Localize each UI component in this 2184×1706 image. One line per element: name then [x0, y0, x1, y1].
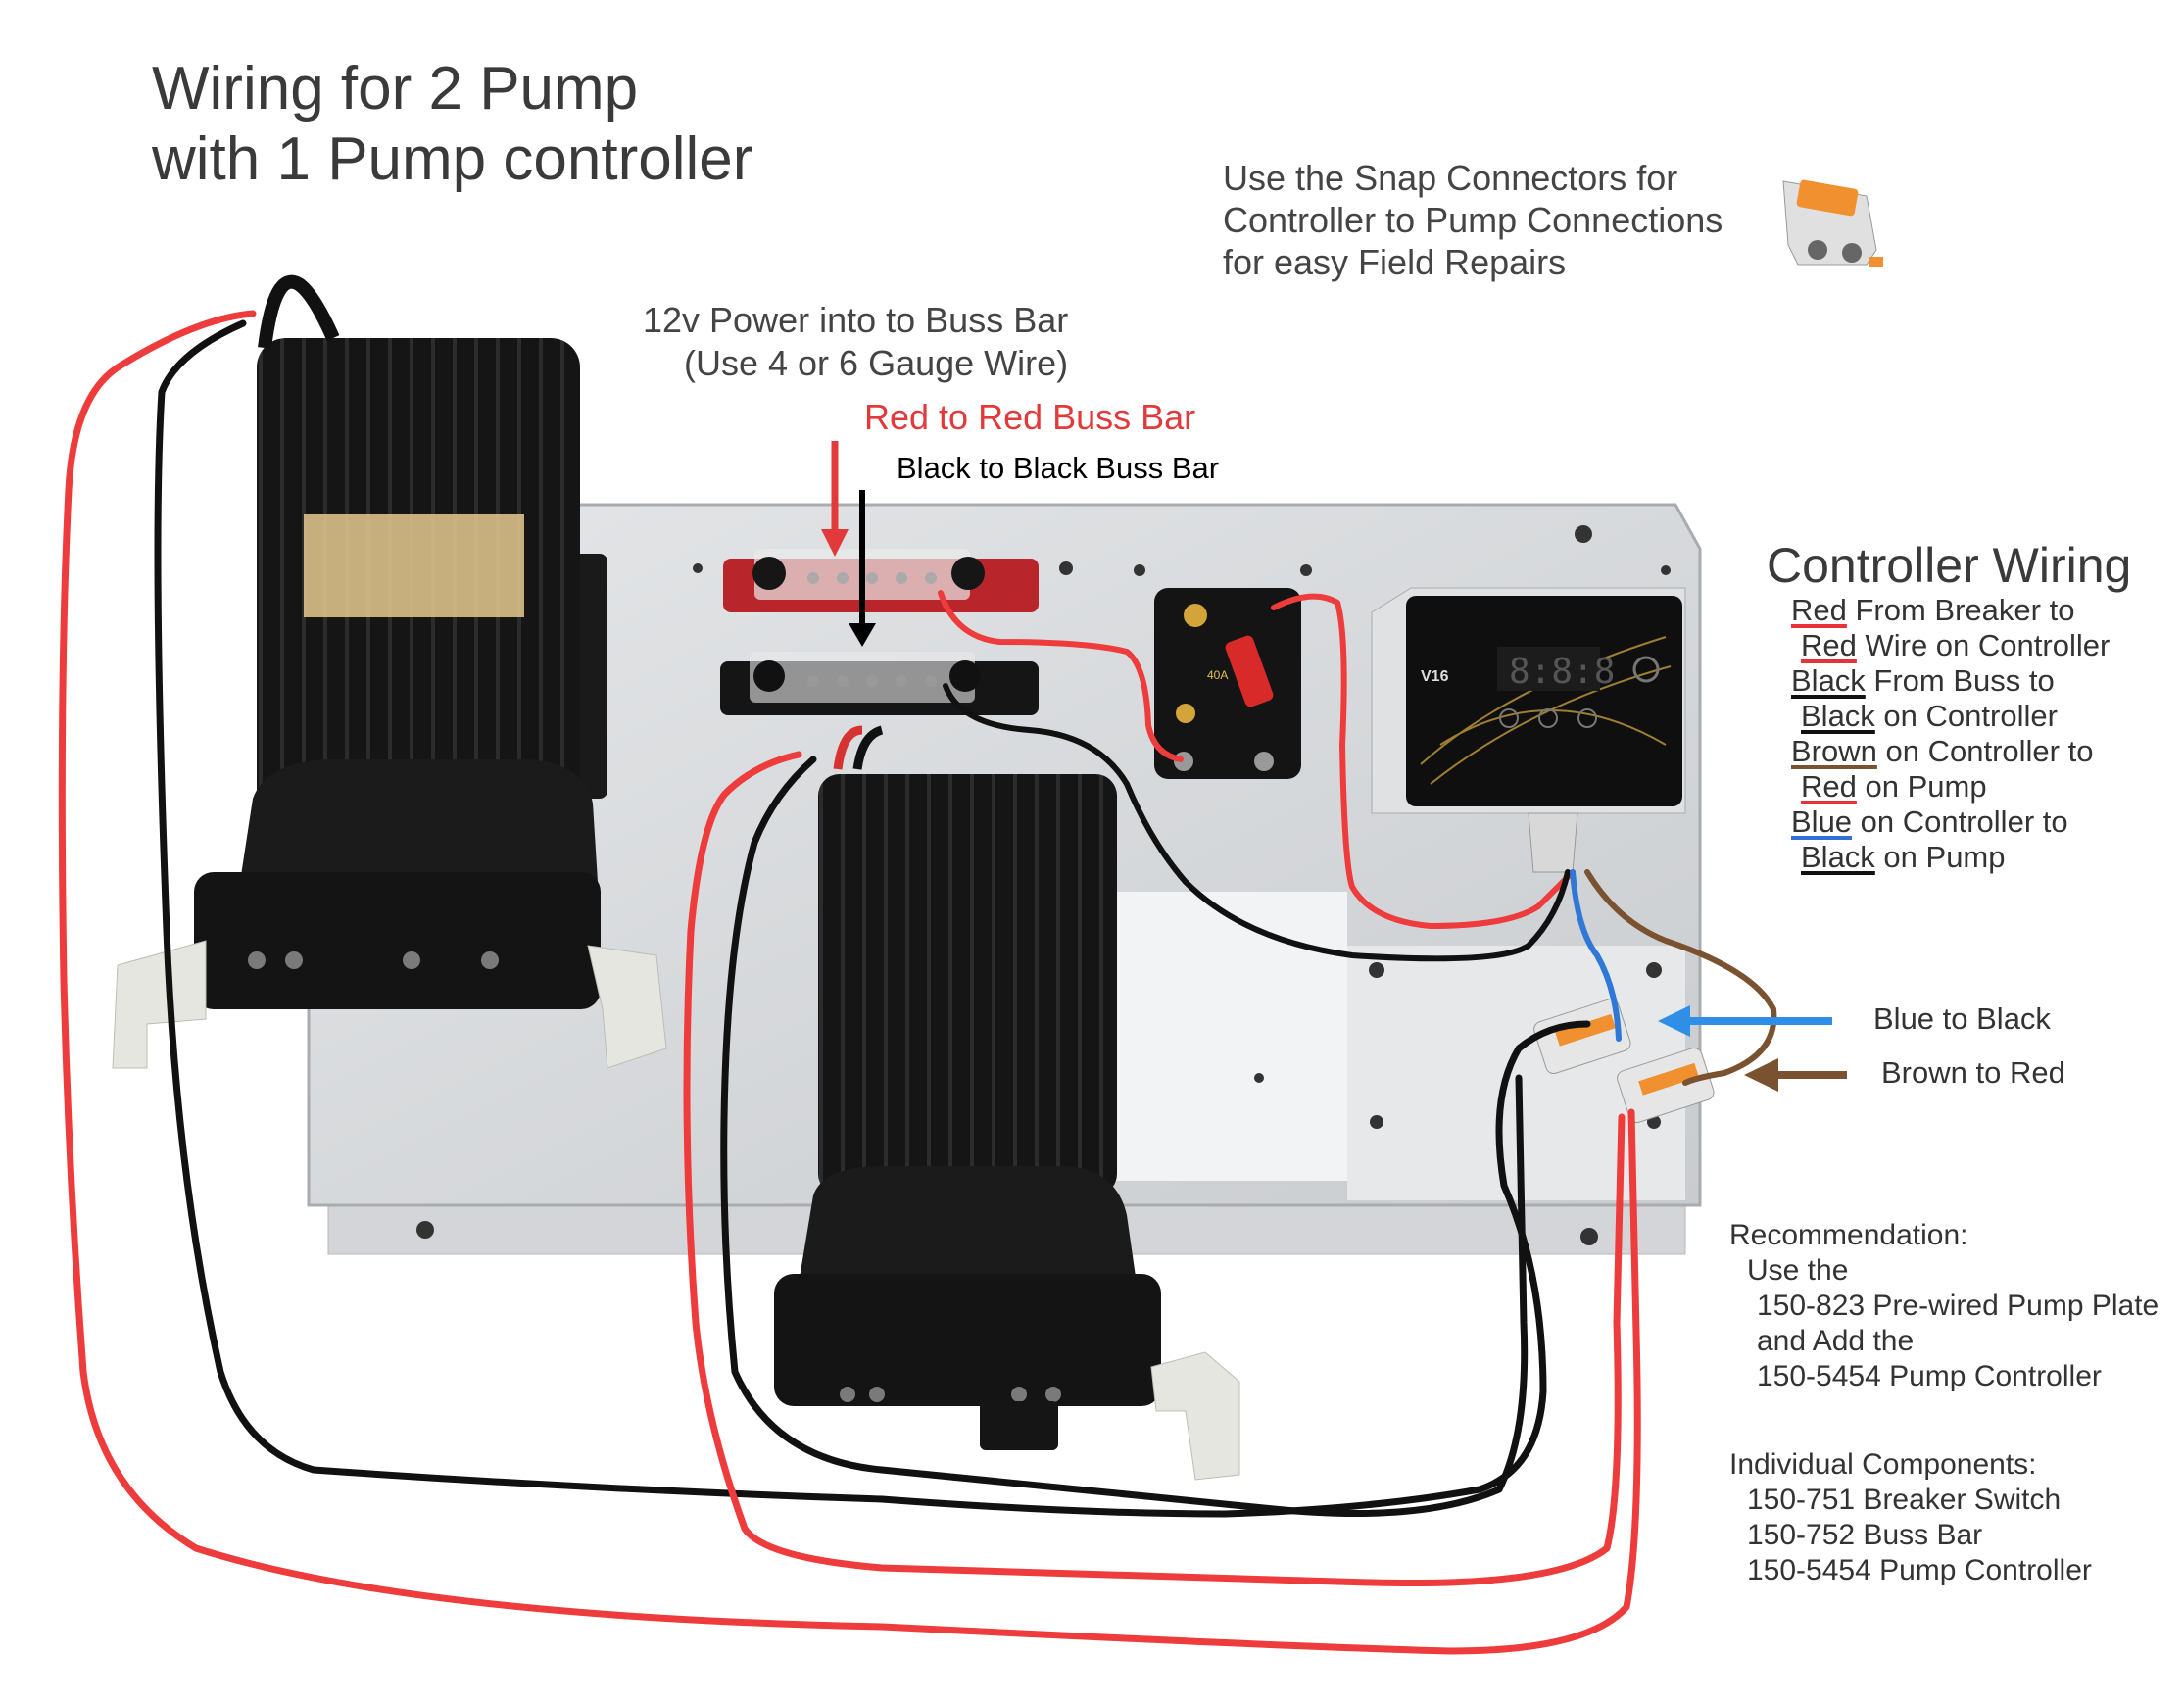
diagram-title: Wiring for 2 Pump with 1 Pump controller	[152, 54, 752, 195]
wire-instruction-text: From Buss to	[1865, 663, 2055, 698]
snap-connector-icon	[1782, 179, 1883, 267]
controller-wiring-line: Black on Pump	[1791, 840, 2110, 875]
title-line-2: with 1 Pump controller	[152, 125, 753, 193]
title-line-1: Wiring for 2 Pump	[152, 55, 639, 122]
middle-pump	[774, 725, 1240, 1481]
component-item: 150-751 Breaker Switch	[1747, 1484, 2062, 1516]
snap-connectors	[1533, 999, 1715, 1124]
wire-color-word: Black	[1791, 663, 1866, 698]
wire-instruction-text: Wire on Controller	[1856, 628, 2111, 662]
recommendation-line: and Add the	[1757, 1325, 1915, 1357]
controller-wiring-line: Blue on Controller to	[1791, 804, 2110, 840]
red-bus-label: Red to Red Buss Bar	[864, 397, 1196, 437]
wire-color-word: Black	[1801, 840, 1875, 874]
wire-instruction-text: From Breaker to	[1846, 593, 2075, 627]
controller-wiring-line: Black From Buss to	[1791, 663, 2110, 699]
snap-note-line-1: Use the Snap Connectors for	[1223, 158, 1678, 198]
left-pump	[112, 274, 667, 1069]
snap-note-line-2: Controller to Pump Connections	[1223, 200, 1723, 240]
recommendation-line: 150-823 Pre-wired Pump Plate	[1757, 1290, 2160, 1322]
blue-arrow	[1658, 1005, 1832, 1037]
controller-wiring-title: Controller Wiring	[1767, 538, 2132, 593]
black-bus-bar	[720, 652, 1039, 715]
pump-controller: 8:8:8 V16	[1371, 587, 1686, 873]
circuit-breaker: 40A	[1154, 588, 1301, 779]
power-note-line-2: (Use 4 or 6 Gauge Wire)	[684, 343, 1069, 383]
brown-to-red-label: Brown to Red	[1881, 1055, 2065, 1090]
brown-arrow	[1744, 1058, 1847, 1092]
tape-band	[304, 514, 524, 617]
wire-color-word: Red	[1801, 769, 1857, 804]
svg-text:8:8:8: 8:8:8	[1509, 652, 1615, 692]
recommendation-heading: Recommendation:	[1729, 1219, 1968, 1251]
snap-connector-note: Use the Snap Connectors for Controller t…	[1223, 157, 1723, 283]
wire-instruction-text: on Controller to	[1852, 804, 2068, 839]
wire-color-word: Red	[1791, 593, 1847, 627]
wire-instruction-text: on Controller to	[1876, 734, 2094, 768]
controller-wiring-line: Red From Breaker to	[1791, 593, 2110, 628]
controller-wiring-line: Red Wire on Controller	[1791, 628, 2110, 663]
wire-instruction-text: on Controller	[1874, 699, 2058, 733]
snap-note-line-3: for easy Field Repairs	[1223, 242, 1567, 282]
recommendation-block: Recommendation: Use the 150-823 Pre-wire…	[1729, 1218, 2159, 1394]
wires	[58, 310, 1777, 1655]
wire-instruction-text: on Pump	[1856, 769, 1987, 804]
controller-wiring-line: Brown on Controller to	[1791, 734, 2110, 769]
wire-color-word: Blue	[1791, 804, 1853, 839]
black-bus-label: Black to Black Buss Bar	[897, 451, 1220, 485]
wire-color-word: Red	[1801, 628, 1857, 662]
red-arrow	[821, 441, 849, 557]
wire-color-word: Brown	[1791, 734, 1877, 768]
power-note-line-1: 12v Power into to Buss Bar	[643, 300, 1069, 340]
component-item: 150-752 Buss Bar	[1747, 1519, 1983, 1551]
controller-wiring-line: Black on Controller	[1791, 699, 2110, 734]
components-block: Individual Components: 150-751 Breaker S…	[1729, 1447, 2092, 1588]
controller-wiring-line: Red on Pump	[1791, 769, 2110, 804]
component-item: 150-5454 Pump Controller	[1747, 1554, 2092, 1586]
black-arrow	[849, 490, 876, 647]
wire-instruction-text: on Pump	[1874, 840, 2006, 874]
recommendation-line: Use the	[1747, 1254, 1849, 1287]
power-note: 12v Power into to Buss Bar (Use 4 or 6 G…	[643, 299, 1068, 385]
svg-text:40A: 40A	[1207, 668, 1228, 682]
components-heading: Individual Components:	[1729, 1448, 2037, 1481]
svg-text:V16: V16	[1421, 668, 1449, 685]
blue-to-black-label: Blue to Black	[1873, 1001, 2051, 1036]
recommendation-line: 150-5454 Pump Controller	[1757, 1360, 2102, 1392]
wire-color-word: Black	[1801, 699, 1875, 733]
